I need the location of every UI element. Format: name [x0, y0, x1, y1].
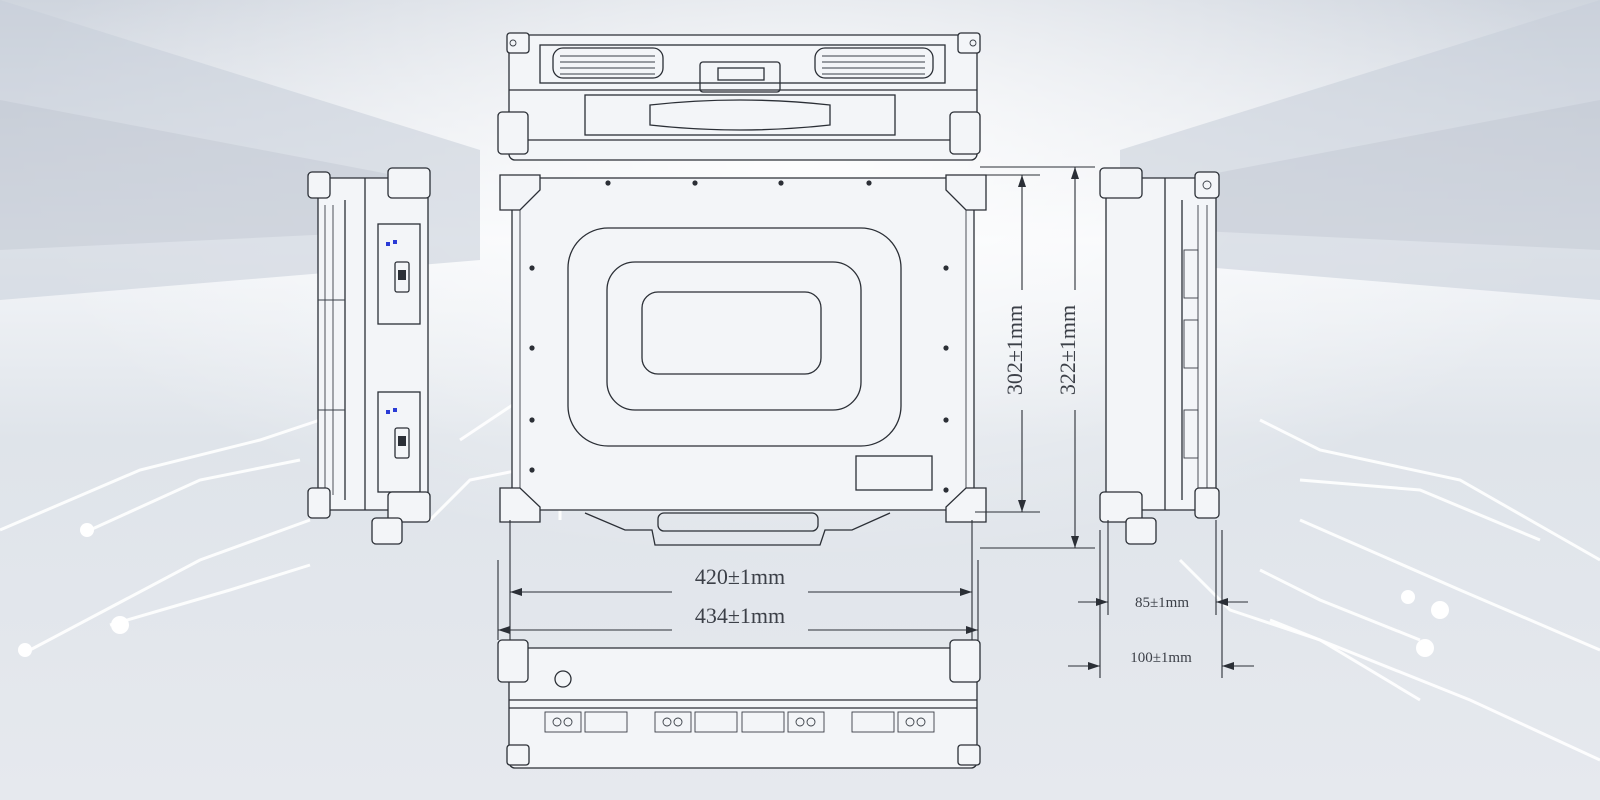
screw-icon: [529, 180, 949, 493]
corner-bracket-icon: [957, 744, 981, 766]
dimension-label-depth-outer: 100±1mm: [1130, 650, 1192, 666]
panel-recess-outer: [567, 227, 902, 447]
top-view: [497, 32, 981, 161]
left-side-view: [307, 167, 431, 545]
panel-recess-middle: [606, 261, 862, 411]
corner-bracket-icon: [497, 111, 529, 155]
corner-bracket-icon: [307, 171, 331, 199]
battery-slot: [377, 223, 421, 325]
corner-bracket-icon: [949, 111, 981, 155]
handle-icon: [584, 512, 891, 546]
corner-bracket-icon: [506, 744, 530, 766]
dimension-label-depth-inner: 85±1mm: [1135, 595, 1189, 611]
dimension-label-width-inner: 420±1mm: [695, 564, 785, 589]
right-side-view: [1099, 167, 1220, 545]
handle-icon: [699, 61, 781, 93]
screw-icon: [554, 670, 572, 688]
corner-bracket-icon: [949, 639, 981, 683]
dimension-label-height-outer: 322±1mm: [1055, 305, 1080, 395]
dimension-label-height-inner: 302±1mm: [1002, 305, 1027, 395]
corner-bracket-icon: [1099, 167, 1143, 199]
corner-bracket-icon: [1099, 491, 1143, 523]
corner-bracket-icon: [499, 487, 541, 523]
corner-bracket-icon: [945, 174, 987, 211]
front-view: [499, 174, 987, 546]
circuit-traces: [0, 398, 1600, 762]
corner-bracket-icon: [499, 174, 541, 211]
corner-bracket-icon: [1194, 487, 1220, 519]
corner-bracket-icon: [506, 32, 530, 54]
bottom-view: [497, 639, 981, 769]
handle-icon: [649, 99, 831, 131]
corner-bracket-icon: [957, 32, 981, 54]
panel-recess-inner: [641, 291, 822, 375]
dimension-lines: [497, 166, 1254, 678]
corner-bracket-icon: [945, 487, 987, 523]
corner-bracket-icon: [387, 167, 431, 199]
corner-bracket-icon: [307, 487, 331, 519]
battery-switch-icon: [386, 240, 410, 459]
dimension-label-width-outer: 434±1mm: [695, 603, 785, 628]
corner-bracket-icon: [497, 639, 529, 683]
corner-bracket-icon: [387, 491, 431, 523]
corner-bracket-icon: [1194, 171, 1220, 199]
nameplate: [855, 455, 933, 491]
